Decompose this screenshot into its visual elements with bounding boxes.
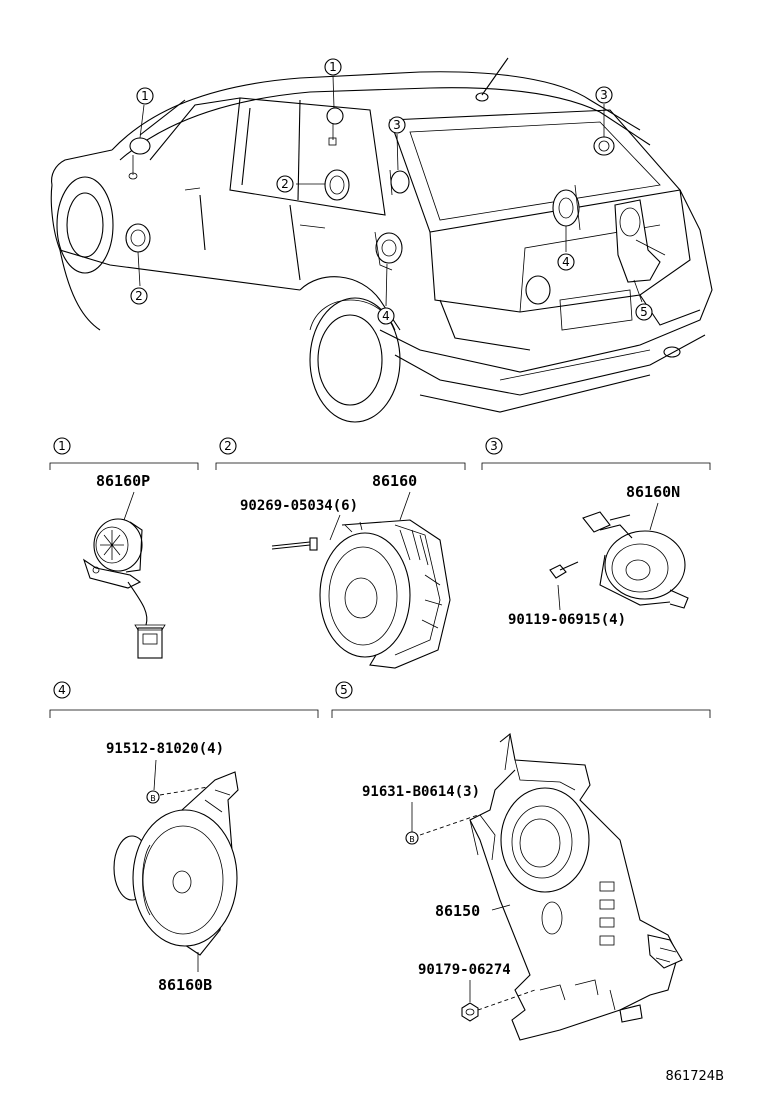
section-5-subwoofer: 91631-B0614(3) B 86150 90179-06274: [362, 733, 683, 1041]
quarter-speaker-right-on-car: [552, 184, 581, 231]
nut-icon: [461, 1002, 479, 1022]
svg-text:4: 4: [382, 309, 390, 323]
section-3-pillar-speaker: 86160N 90119-06915(4): [508, 483, 689, 628]
callout-5: 5: [635, 303, 653, 321]
svg-text:4: 4: [562, 255, 570, 269]
front-door-speaker-on-car: [125, 223, 151, 253]
section-1-header: 1: [49, 437, 199, 470]
part-number-86160P: 86160P: [96, 472, 150, 490]
section-3-header: 3: [481, 437, 711, 470]
svg-text:2: 2: [224, 439, 232, 453]
part-number-86160: 86160: [372, 472, 417, 490]
section-1-tweeter: 86160P: [82, 472, 166, 659]
svg-text:1: 1: [329, 60, 337, 74]
callout-1-top-middle: 1: [324, 58, 342, 76]
section-4-header: 4: [49, 681, 319, 718]
callout-1-top-left: 1: [136, 87, 154, 105]
part-number-86160N: 86160N: [626, 483, 680, 501]
svg-text:B: B: [150, 794, 156, 803]
section-2-door-speaker: 86160 90269-05034(6): [240, 472, 451, 669]
part-number-86150: 86150: [435, 902, 480, 920]
figure-code: 861724B: [665, 1069, 724, 1084]
section-2-header: 2: [215, 437, 466, 470]
bolt-marker-b-section-4: B: [146, 790, 160, 804]
bolt-icon: [549, 561, 579, 579]
tweeter-rear-door-on-car: [326, 107, 344, 146]
section-4-quarter-speaker: 91512-81020(4) B 86160B: [106, 741, 239, 994]
svg-text:2: 2: [135, 289, 143, 303]
pillar-speaker-right-on-car: [593, 136, 615, 156]
svg-text:3: 3: [600, 88, 608, 102]
quarter-speaker-left-on-car: [374, 231, 403, 271]
section-5-header: 5: [331, 681, 711, 718]
callout-2-middle: 2: [276, 175, 294, 193]
subwoofer-on-car: [614, 199, 666, 283]
callout-4-left: 4: [377, 307, 395, 325]
svg-text:5: 5: [340, 683, 348, 697]
svg-text:1: 1: [141, 89, 149, 103]
fastener-90269-05034: 90269-05034(6): [240, 498, 358, 514]
car-overview-illustration: 1 1 2 2 3 3 4 4: [50, 57, 713, 423]
svg-text:3: 3: [393, 118, 401, 132]
part-number-86160B: 86160B: [158, 976, 212, 994]
svg-text:B: B: [409, 835, 415, 844]
callout-4-right: 4: [557, 253, 575, 271]
callout-2-lower-left: 2: [130, 287, 148, 305]
fastener-90119-06915: 90119-06915(4): [508, 612, 626, 628]
pillar-speaker-left-on-car: [389, 169, 410, 196]
callout-3-left: 3: [388, 116, 406, 134]
svg-text:3: 3: [490, 439, 498, 453]
svg-text:5: 5: [640, 305, 648, 319]
svg-text:1: 1: [58, 439, 66, 453]
callout-3-right: 3: [595, 86, 613, 104]
fastener-91631-B0614: 91631-B0614(3): [362, 784, 480, 800]
rear-door-speaker-on-car: [324, 169, 350, 201]
screw-icon: [271, 537, 318, 551]
svg-text:2: 2: [281, 177, 289, 191]
bolt-marker-b-section-5: B: [405, 831, 419, 845]
fastener-91512-81020: 91512-81020(4): [106, 741, 224, 757]
svg-text:4: 4: [58, 683, 66, 697]
tweeter-front-on-car: [128, 137, 151, 180]
fastener-90179-06274: 90179-06274: [418, 962, 511, 978]
